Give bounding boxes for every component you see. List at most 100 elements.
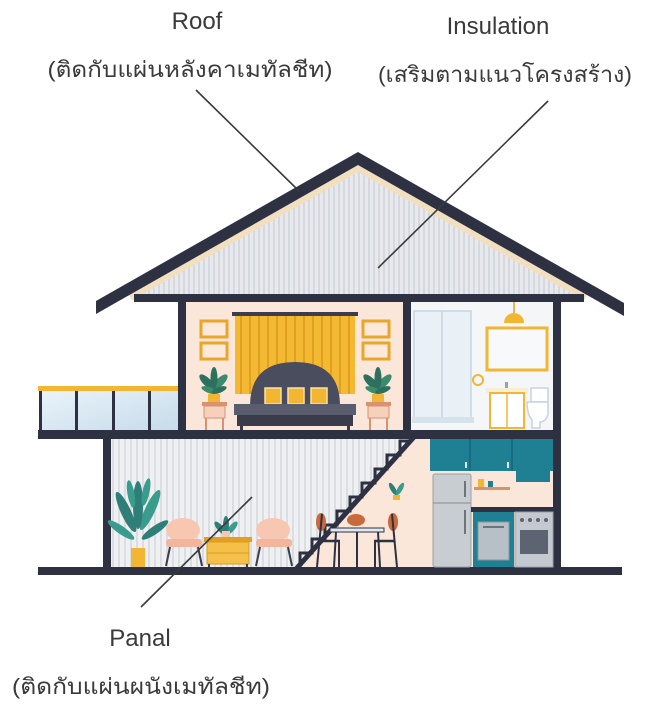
tall-potted-plant [107, 478, 169, 567]
panel-leader-line [140, 496, 253, 608]
house-structure [38, 152, 624, 575]
balcony-post [75, 391, 78, 431]
side-table-top [366, 402, 391, 406]
refrigerator [432, 473, 472, 568]
leaf [126, 480, 136, 508]
bed-frame [237, 415, 353, 426]
leaf [210, 367, 218, 389]
leaf [141, 478, 151, 506]
jar [478, 479, 484, 487]
lounge-chair-right [255, 518, 293, 567]
chair-seat [166, 539, 202, 547]
dining-table [329, 527, 385, 568]
dining-set [316, 513, 398, 568]
fridge-handle [464, 510, 466, 534]
countertop [471, 507, 553, 512]
oven-window [520, 530, 548, 554]
stove-knob [544, 518, 548, 522]
stair-stringer [294, 435, 416, 571]
table-leg [377, 531, 381, 568]
sink-top [486, 388, 528, 393]
lower-left-wall [103, 437, 111, 569]
chair-leg [165, 546, 171, 567]
leaf [211, 386, 227, 394]
leaf [388, 482, 398, 496]
picture-frame [199, 341, 229, 361]
side-table-drawer [367, 405, 390, 419]
roof-leader-line [195, 89, 301, 193]
coffee-table [204, 537, 252, 567]
leaf [115, 491, 137, 533]
side-table-leg [369, 418, 371, 430]
pillow [310, 387, 328, 405]
chair-back [256, 518, 290, 542]
stove-oven [514, 511, 554, 568]
picture-frame [361, 341, 391, 361]
leaf [363, 374, 379, 390]
panel-label-title: Panal [109, 625, 170, 652]
curtain-rod [232, 312, 358, 316]
chair-leg [287, 546, 293, 567]
bed-leg [347, 426, 350, 430]
leaf [374, 367, 382, 389]
toilet-tank [530, 387, 549, 403]
balcony-top-rail [38, 386, 179, 391]
balcony-glass-railing [40, 391, 178, 431]
bed [234, 362, 356, 430]
ground-floor-slab [38, 567, 622, 575]
picture-frame [361, 319, 391, 339]
bathroom [412, 302, 549, 429]
potted-plant-right [363, 367, 392, 402]
leaf [141, 520, 169, 540]
bed-leg [240, 426, 243, 430]
plant-pot [131, 548, 145, 567]
towel-ring [472, 374, 484, 386]
upper-divider-wall [403, 300, 411, 432]
range-hood [516, 471, 550, 482]
kitchen-shelf [474, 487, 510, 490]
potted-plant-left [199, 367, 228, 402]
leaf [139, 489, 161, 531]
ceiling-beam [134, 294, 584, 302]
chair-back [166, 518, 200, 542]
fridge-handle [464, 481, 466, 497]
cabinet-handle [507, 462, 509, 468]
table-top [329, 527, 385, 533]
panel-label-subtitle: (ติดกับแผ่นผนังเมทัลชีท) [12, 674, 270, 699]
plant-pot [393, 495, 400, 500]
stove-knob [536, 518, 540, 522]
leaf [375, 386, 391, 394]
upper-left-wall [178, 300, 186, 432]
plant-pot [208, 394, 220, 402]
dishwasher-handle [483, 526, 504, 528]
bedroom [199, 312, 392, 430]
side-table-left [202, 402, 227, 430]
bed-mattress [234, 404, 356, 415]
dining-chair-center-back [347, 514, 365, 526]
toilet-bowl [526, 401, 549, 429]
dining-area-wall [300, 439, 430, 569]
dishwasher-panel [477, 521, 510, 561]
leaf [199, 374, 215, 390]
side-table-drawer [203, 405, 226, 419]
dining-chair-left [316, 513, 340, 568]
roof-label-subtitle: (ติดกับแผ่นหลังคาเมทัลชีท) [48, 57, 333, 82]
balcony-post [112, 391, 115, 431]
plant-pot [372, 394, 384, 402]
stair-plant [388, 482, 405, 500]
balcony [38, 386, 179, 431]
upper-cabinets [430, 439, 553, 471]
faucet [505, 382, 508, 388]
side-table-right [366, 402, 391, 430]
ceiling-lamp [504, 313, 524, 323]
shower-tray [412, 417, 474, 423]
side-table-top [202, 402, 227, 406]
plant-pot [222, 531, 230, 537]
jar [488, 481, 493, 487]
leaf [395, 482, 405, 496]
pillow [287, 387, 305, 405]
kitchen [430, 439, 554, 568]
dining-chair-right [374, 513, 398, 568]
pillow [264, 387, 282, 405]
